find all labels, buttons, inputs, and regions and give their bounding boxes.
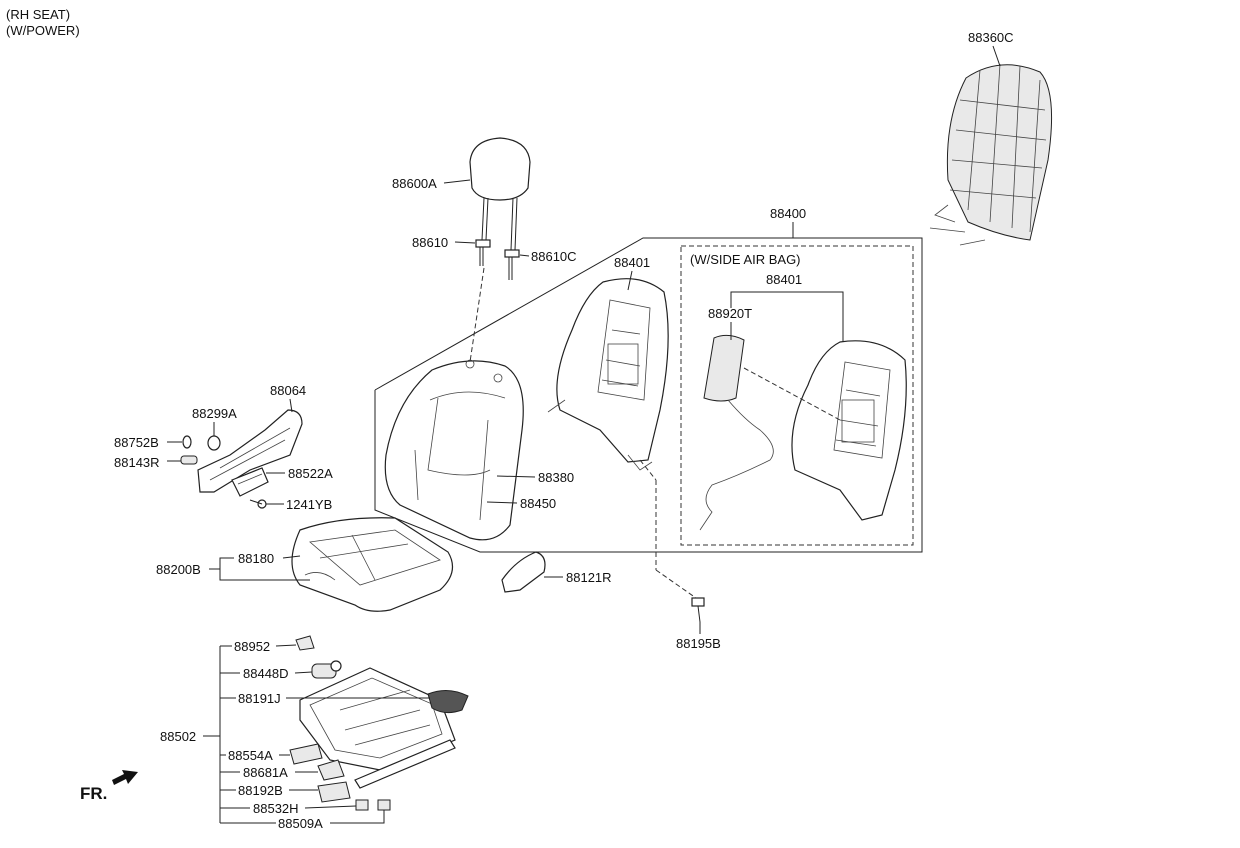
oring-88299A[interactable] <box>207 435 221 451</box>
side-airbag-title: (W/SIDE AIR BAG) <box>690 252 801 267</box>
label-88191J[interactable]: 88191J <box>238 691 281 706</box>
label-88192B[interactable]: 88192B <box>238 783 283 798</box>
connector-88532H[interactable] <box>355 799 369 811</box>
seat-cushion-88200B[interactable] <box>291 517 454 612</box>
label-88554A[interactable]: 88554A <box>228 748 273 763</box>
connector-88509A[interactable] <box>377 799 391 811</box>
bolt-88195B[interactable] <box>691 597 705 623</box>
label-88952[interactable]: 88952 <box>234 639 270 654</box>
label-88681A[interactable]: 88681A <box>243 765 288 780</box>
label-88600A[interactable]: 88600A <box>392 176 437 191</box>
label-88360C[interactable]: 88360C <box>968 30 1014 45</box>
front-marker: FR. <box>80 784 107 803</box>
seatback-cover-88380[interactable] <box>384 359 524 541</box>
label-88195B[interactable]: 88195B <box>676 636 721 651</box>
label-88401-left[interactable]: 88401 <box>614 255 650 270</box>
label-88121R[interactable]: 88121R <box>566 570 612 585</box>
label-88401-right[interactable]: 88401 <box>766 272 802 287</box>
headrest-guide-88610[interactable] <box>475 239 491 266</box>
headrest-guide-88610C[interactable] <box>504 249 520 280</box>
seatback-frame-88401-left[interactable] <box>547 278 669 471</box>
label-88380[interactable]: 88380 <box>538 470 574 485</box>
side-cover-88064[interactable] <box>197 409 303 493</box>
label-88610[interactable]: 88610 <box>412 235 448 250</box>
label-88448D[interactable]: 88448D <box>243 666 289 681</box>
seatback-assembly-outline <box>374 222 923 553</box>
ring-88752B[interactable] <box>182 435 192 449</box>
label-88920T[interactable]: 88920T <box>708 306 752 321</box>
back-panel-88360C[interactable] <box>929 63 1053 246</box>
label-88450[interactable]: 88450 <box>520 496 556 511</box>
label-88610C[interactable]: 88610C <box>531 249 577 264</box>
label-88299A[interactable]: 88299A <box>192 406 237 421</box>
motor-88448D[interactable] <box>311 660 342 679</box>
screw-1241YB[interactable] <box>249 499 267 509</box>
label-88200B[interactable]: 88200B <box>156 562 201 577</box>
front-arrow-icon <box>112 770 138 785</box>
header-rh-seat: (RH SEAT) <box>6 7 70 22</box>
unit-88192B[interactable] <box>317 781 351 803</box>
part-88952[interactable] <box>295 635 315 651</box>
headrest-88600A[interactable] <box>469 137 531 251</box>
side-airbag-module-88920T[interactable] <box>699 334 774 531</box>
label-88509A[interactable]: 88509A <box>278 816 323 831</box>
label-88522A[interactable]: 88522A <box>288 466 333 481</box>
actuator-88681A[interactable] <box>317 759 345 781</box>
label-88752B[interactable]: 88752B <box>114 435 159 450</box>
side-airbag-box <box>680 245 914 546</box>
label-88180[interactable]: 88180 <box>238 551 274 566</box>
label-88532H[interactable]: 88532H <box>253 801 299 816</box>
knob-88143R[interactable] <box>180 455 198 465</box>
label-88400[interactable]: 88400 <box>770 206 806 221</box>
bracket-88522A[interactable] <box>231 467 269 497</box>
seat-track-frame-88502[interactable] <box>299 667 469 789</box>
header-w-power: (W/POWER) <box>6 23 80 38</box>
label-88502[interactable]: 88502 <box>160 729 196 744</box>
label-88064[interactable]: 88064 <box>270 383 306 398</box>
module-88554A[interactable] <box>289 743 323 765</box>
seatback-frame-88401-right[interactable] <box>743 340 907 521</box>
label-88143R[interactable]: 88143R <box>114 455 160 470</box>
cover-88121R[interactable] <box>501 551 546 593</box>
label-1241YB[interactable]: 1241YB <box>286 497 332 512</box>
